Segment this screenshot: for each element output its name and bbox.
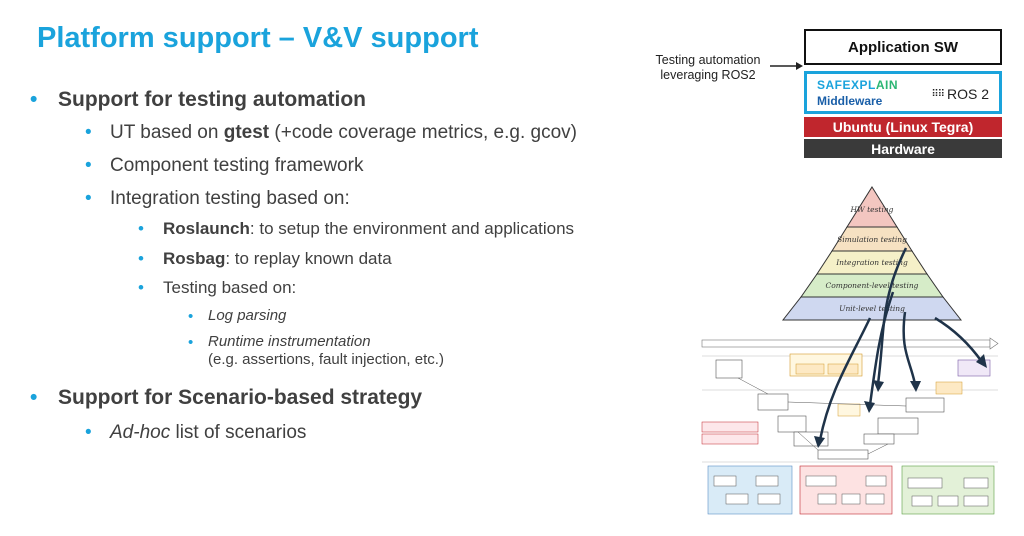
testing-pyramid: HW testing Simulation testing Integratio…: [781, 186, 963, 321]
ros2-logo: ⠿⠿ROS 2: [931, 86, 989, 102]
pyramid-label: Unit-level testing: [839, 304, 905, 313]
bullet-dot: •: [85, 155, 92, 176]
stack-annotation: Testing automation leveraging ROS2: [655, 53, 761, 82]
bullet-dot: •: [188, 308, 194, 325]
bullet-runtime-instrumentation: Runtime instrumentation: [208, 333, 371, 350]
bullet-integration: Integration testing based on:: [110, 188, 350, 209]
bullet-dot: •: [85, 188, 92, 209]
stack-ubuntu: Ubuntu (Linux Tegra): [804, 117, 1002, 137]
bullet-runtime-examples: (e.g. assertions, fault injection, etc.): [208, 351, 444, 368]
bullet-testing-automation: Support for testing automation: [58, 88, 366, 111]
pyramid-label: Simulation testing: [837, 235, 907, 244]
slide-title: Platform support – V&V support: [37, 22, 479, 54]
bullet-dot: •: [30, 88, 38, 111]
bullet-dot: •: [30, 386, 38, 409]
bullet-roslaunch: Roslaunch: to setup the environment and …: [163, 219, 575, 238]
bullet-rosbag: Rosbag: to replay known data: [163, 249, 392, 268]
bullet-dot: •: [85, 122, 92, 143]
middleware-label: Middleware: [817, 94, 883, 108]
stack-hardware: Hardware: [804, 139, 1002, 158]
bullet-dot: •: [138, 219, 144, 238]
pyramid-level-unit: [781, 296, 963, 321]
bullet-testing-based: Testing based on:: [163, 278, 297, 297]
stack-application-sw: Application SW: [804, 29, 1002, 65]
pyramid-label: Component-level testing: [826, 281, 919, 290]
bullet-ut: UT based on gtest (+code coverage metric…: [110, 122, 577, 143]
safexplain-logo: SAFEXPLAIN: [817, 78, 899, 92]
bullet-scenario: Support for Scenario-based strategy: [58, 386, 423, 409]
bullet-dot: •: [188, 334, 194, 351]
bullet-dot: •: [85, 422, 92, 443]
stack-middleware: SAFEXPLAIN Middleware ⠿⠿ROS 2: [804, 71, 1002, 114]
bullet-component: Component testing framework: [110, 155, 364, 176]
pyramid-label: HW testing: [850, 205, 894, 214]
bullet-dot: •: [138, 278, 144, 297]
ros-dots-icon: ⠿⠿: [931, 88, 945, 100]
bullet-adhoc: Ad-hoc list of scenarios: [110, 422, 307, 443]
bullet-log-parsing: Log parsing: [208, 307, 287, 324]
bullet-dot: •: [138, 249, 144, 268]
pyramid-label: Integration testing: [835, 258, 908, 267]
